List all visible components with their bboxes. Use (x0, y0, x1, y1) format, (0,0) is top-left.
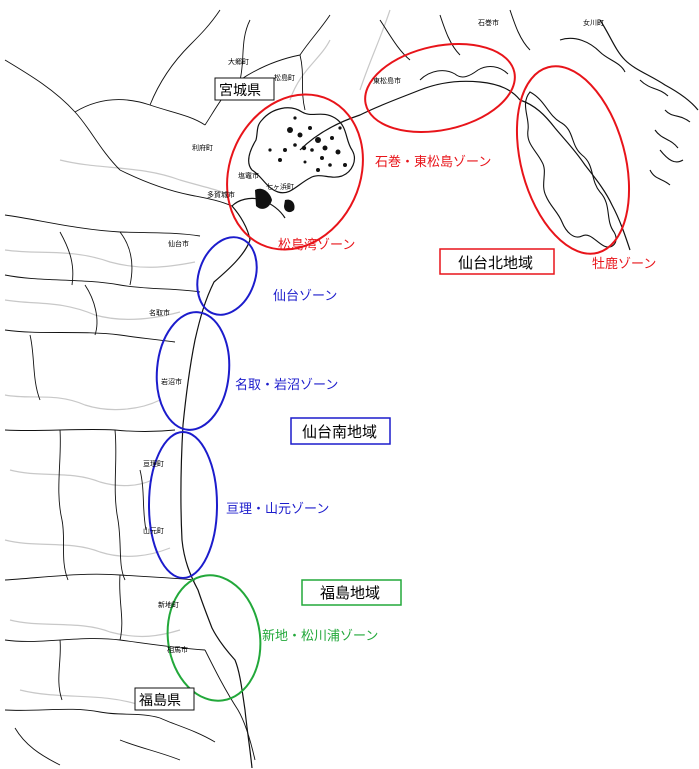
label-higashimatsushima: 東松島市 (373, 76, 401, 85)
miyagi-label: 宮城県 (219, 83, 261, 99)
label-rifu: 利府町 (192, 143, 213, 152)
zone-label-watari-yamamoto: 亘理・山元ゾーン (226, 502, 329, 517)
label-watari: 亘理町 (143, 460, 164, 468)
zone-label-shinchi: 新地・松川浦ゾーン (262, 628, 378, 644)
coastline (180, 19, 699, 769)
zone-ellipse-matsushima-bay (226, 93, 364, 251)
label-soma: 相馬市 (167, 645, 188, 654)
zone-ellipse-natori-iwanuma (155, 311, 231, 431)
miyagi-box (214, 77, 275, 101)
zone-labels: 松島湾ゾーン 石巻・東松島ゾーン 牡鹿ゾーン 仙台ゾーン 名取・岩沼ゾーン 亘理… (226, 154, 656, 644)
zone-label-ishinomaki: 石巻・東松島ゾーン (375, 154, 491, 170)
label-sendai: 仙台市 (168, 239, 189, 248)
zone-ellipse-shinchi-matsukawaura (166, 574, 262, 702)
ishinomaki-coast (379, 9, 531, 81)
label-natori: 名取市 (149, 308, 170, 317)
zone-ellipse-ishinomaki (364, 42, 516, 134)
label-ishinomaki: 石巻市 (478, 18, 499, 27)
zone-ellipse-sendai (196, 236, 258, 316)
zone-outlines (148, 42, 631, 702)
label-matsushima: 松島町 (274, 73, 295, 82)
rivers (4, 9, 391, 706)
zone-label-natori-iwanuma: 名取・岩沼ゾーン (235, 377, 338, 393)
sendai-south-box (290, 417, 391, 445)
zone-label-oshika: 牡鹿ゾーン (592, 256, 656, 272)
matsushima-islands (248, 107, 355, 213)
prefecture-labels: 宮城県 福島県 (134, 77, 275, 711)
label-shichigahama: 七ヶ浜町 (266, 182, 294, 191)
label-shinchi: 新地町 (158, 600, 179, 609)
region-labels: 仙台北地域 仙台南地域 福島地域 (290, 248, 555, 606)
fukushima-label: 福島県 (139, 693, 181, 709)
label-tagajo: 多賀城市 (207, 190, 235, 199)
label-shiogama: 塩竈市 (238, 171, 259, 180)
label-iwanuma: 岩沼市 (161, 377, 182, 386)
zone-label-sendai: 仙台ゾーン (273, 289, 337, 304)
zone-ellipse-oshika (515, 65, 631, 255)
municipality-labels: 石巻市 女川町 大郷町 松島町 東松島市 利府町 塩竈市 多賀城市 七ヶ浜町 仙… (143, 18, 604, 654)
label-osato: 大郷町 (228, 57, 249, 66)
sendai-north-label: 仙台北地域 (458, 254, 533, 272)
label-yamamoto: 山元町 (143, 526, 164, 535)
oshika-peninsula (524, 37, 691, 248)
zone-ellipse-watari-yamamoto (148, 431, 218, 579)
fukushima-region-label: 福島地域 (320, 584, 380, 602)
label-onagawa: 女川町 (583, 18, 604, 27)
zone-label-matsushima-bay: 松島湾ゾーン (278, 237, 355, 253)
fukushima-region-box (301, 579, 402, 606)
sendai-south-label: 仙台南地域 (302, 423, 377, 441)
sendai-north-box (439, 248, 555, 275)
fukushima-box (134, 687, 195, 711)
